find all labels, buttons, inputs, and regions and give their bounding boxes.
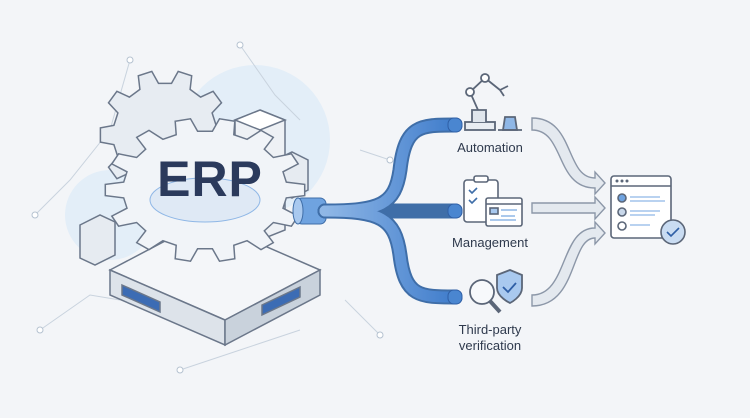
robot-arm-icon — [464, 73, 522, 131]
pipe-ends — [447, 117, 463, 305]
magnifier-shield-icon — [469, 269, 523, 314]
branch-label-automation: Automation — [457, 140, 523, 155]
erp-label: ERP — [157, 151, 263, 207]
data-pipes — [317, 117, 463, 305]
flow-arrows — [531, 117, 606, 307]
platform-base — [108, 219, 322, 347]
branch-label-management: Management — [452, 235, 528, 250]
gear-hub-glow — [149, 177, 261, 223]
checklist-window-icon — [610, 175, 686, 245]
clipboard-dashboard-icon — [463, 175, 523, 227]
branch-label-third-party-verification: Third-party verification — [458, 322, 522, 353]
connector-plug-icon — [292, 197, 327, 225]
